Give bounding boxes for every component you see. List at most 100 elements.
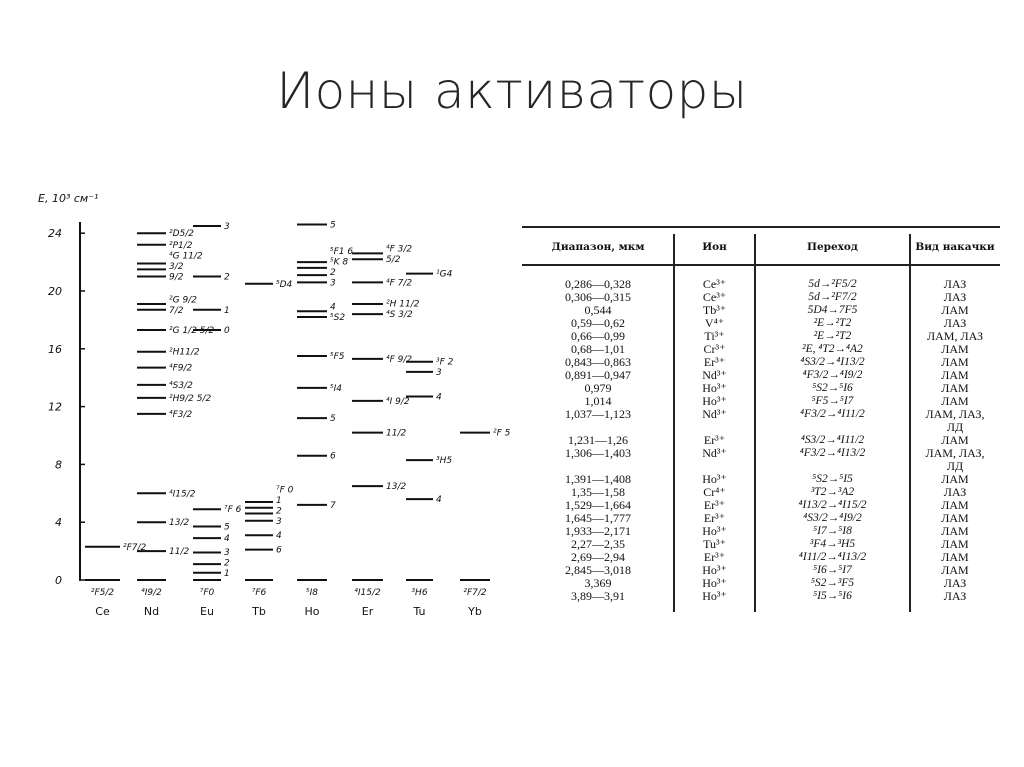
transition-cell: ³F4→³H5 (809, 538, 856, 550)
range-cell: 0,891—0,947 (565, 368, 631, 382)
level-label: ⁷F 6 (224, 505, 242, 515)
pump-line: ЛАМ, ЛАЗ, (925, 407, 985, 421)
ion-label: Nd (144, 605, 159, 618)
level-label: 2 (276, 506, 282, 516)
pump-line: ЛАМ (941, 563, 969, 577)
pump-line: ЛАЗ (943, 290, 967, 304)
range-cell: 1,645—1,777 (565, 511, 631, 525)
ion-cell: Nd³⁺ (702, 407, 727, 421)
pump-cell: ЛАЗ (910, 317, 1000, 330)
level-label: ²F7/2 (123, 543, 147, 553)
level-label: ¹G4 (436, 270, 453, 280)
level-label: 5 (224, 523, 230, 533)
range-cell: 2,27—2,35 (571, 537, 625, 551)
transition-cell: ⁵I5→⁵I6 (813, 590, 852, 602)
axis-label: E, 10³ см⁻¹ (38, 192, 98, 205)
range-cell: 0,286—0,328 (565, 277, 631, 291)
transition-cell: 5D4→7F5 (807, 304, 858, 316)
pump-line: ЛАЗ (943, 576, 967, 590)
level-label: 6 (330, 452, 336, 462)
pump-cell: ЛАЗ (910, 278, 1000, 291)
level-label: ⁴F 9/2 (386, 355, 412, 365)
level-label: ⁴G 11/2 (169, 252, 203, 262)
level-label: 3 (276, 517, 282, 527)
transition-cell: ⁴S3/2→⁴I11/2 (800, 434, 865, 446)
level-label: ²F5/2 (91, 588, 115, 598)
level-label: ⁵S2 (330, 313, 345, 323)
ion-label: Yb (467, 605, 482, 618)
ion-cell: Cr⁴⁺ (703, 485, 726, 499)
level-label: ⁷F6 (252, 588, 267, 598)
level-label: 5 (330, 221, 336, 231)
level-label: ²H9/2 5/2 (169, 394, 211, 404)
level-label: 4 (276, 531, 282, 541)
transition-cell: ⁴I13/2→⁴I15/2 (798, 499, 867, 511)
pump-line: ЛАМ (941, 394, 969, 408)
y-tick-label: 4 (55, 516, 62, 529)
transition-cell: 5d→²F7/2 (808, 291, 857, 303)
level-label: 2 (224, 273, 230, 283)
ion-label: Ce (95, 605, 110, 618)
pump-cell: ЛАМ (910, 382, 1000, 395)
ion-cell: Ho³⁺ (702, 576, 727, 590)
range-cell: 1,35—1,58 (571, 485, 625, 499)
pump-cell: ЛАМ, ЛАЗ (910, 330, 1000, 343)
ion-label: Ho (304, 605, 319, 618)
level-label: 7/2 (169, 306, 184, 316)
ion-cell: Ho³⁺ (702, 472, 727, 486)
transition-cell: ⁵S2→³F5 (810, 577, 855, 589)
column-divider (673, 234, 675, 612)
level-label: ²F7/2 (463, 588, 487, 598)
level-label: ²H 11/2 (386, 300, 420, 310)
level-label: 11/2 (386, 429, 406, 439)
y-tick-label: 20 (48, 285, 62, 298)
level-label: 4 (436, 495, 442, 505)
level-label: ⁴F 7/2 (386, 278, 412, 288)
y-tick-label: 0 (55, 574, 62, 587)
range-cell: 1,037—1,123 (565, 407, 631, 421)
level-label: 4 (436, 392, 442, 402)
ion-cell: Ho³⁺ (702, 524, 727, 538)
level-label: ⁴S 3/2 (386, 310, 413, 320)
pump-line: ЛАЗ (943, 277, 967, 291)
table-row: 1,645—1,777 Er³⁺ ⁴S3/2→⁴I9/2 ЛАМ (522, 512, 1000, 525)
y-tick-label: 12 (48, 401, 62, 414)
ion-cell: Ho³⁺ (702, 563, 727, 577)
transition-cell: ⁴S3/2→⁴I9/2 (803, 512, 862, 524)
level-label: 2 (224, 558, 230, 568)
pump-line: ЛД (946, 420, 964, 434)
energy-level-diagram: E, 10³ см⁻¹04812162024Ce²F5/2²F7/2Nd⁴I9/… (38, 192, 510, 618)
pump-line: ЛАМ (941, 537, 969, 551)
ion-cell: Ho³⁺ (702, 381, 727, 395)
ion-cell: Er³⁺ (703, 550, 726, 564)
ion-cell: Tb³⁺ (702, 303, 727, 317)
pump-line: ЛАЗ (943, 485, 967, 499)
pump-cell: ЛАМ (910, 512, 1000, 525)
ion-cell: Cr³⁺ (703, 342, 726, 356)
y-tick-label: 16 (48, 343, 62, 356)
range-cell: 1,231—1,26 (568, 433, 628, 447)
level-label: ⁵F5 (330, 352, 345, 362)
level-label: ⁵I8 (306, 588, 318, 598)
ion-label: Er (362, 605, 374, 618)
transition-cell: ⁵I6→⁵I7 (813, 564, 852, 576)
ion-cell: Er³⁺ (703, 511, 726, 525)
header-ion: Ион (702, 241, 727, 253)
range-cell: 0,979 (584, 381, 612, 395)
column-divider (909, 234, 911, 612)
level-label: ⁵F1 6 (330, 247, 353, 257)
pump-cell: ЛАМ (910, 343, 1000, 356)
